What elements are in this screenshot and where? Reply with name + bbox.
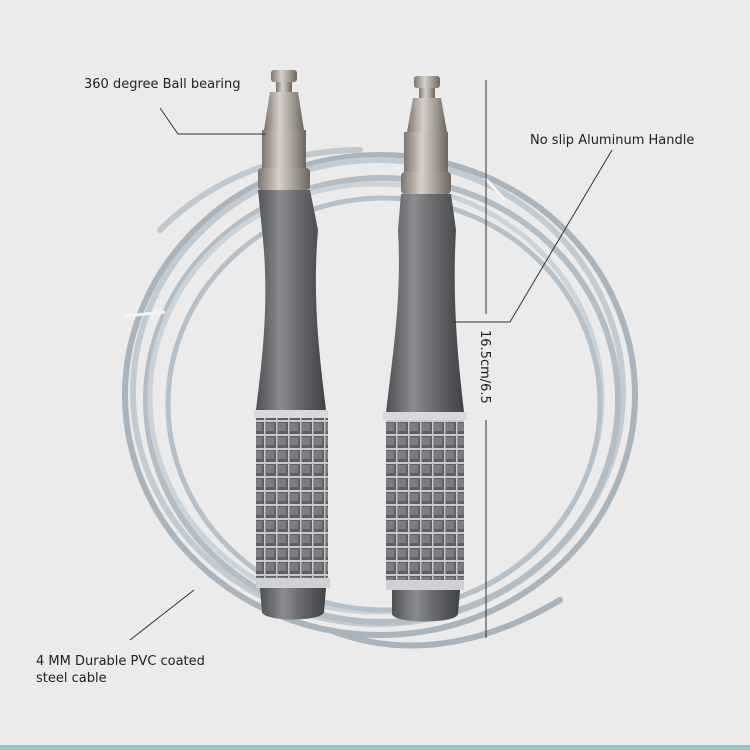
bottom-accent-bar (0, 745, 750, 750)
left-handle (254, 70, 330, 620)
right-handle (383, 76, 467, 622)
bearing-leader-line (159, 107, 266, 135)
cable-label-line1: 4 MM Durable PVC coated (36, 654, 205, 669)
ball-bearing-label: 360 degree Ball bearing (84, 77, 241, 92)
steel-cable (122, 147, 638, 649)
cable-label-line2: steel cable (36, 671, 107, 686)
handle-label: No slip Aluminum Handle (530, 133, 695, 148)
dimension-label: 16.5cm/6.5 (477, 330, 492, 404)
handle-leader-line (452, 149, 613, 323)
cable-leader-line (129, 589, 195, 641)
annotation-lines (129, 80, 613, 641)
cable-ties (124, 176, 507, 318)
